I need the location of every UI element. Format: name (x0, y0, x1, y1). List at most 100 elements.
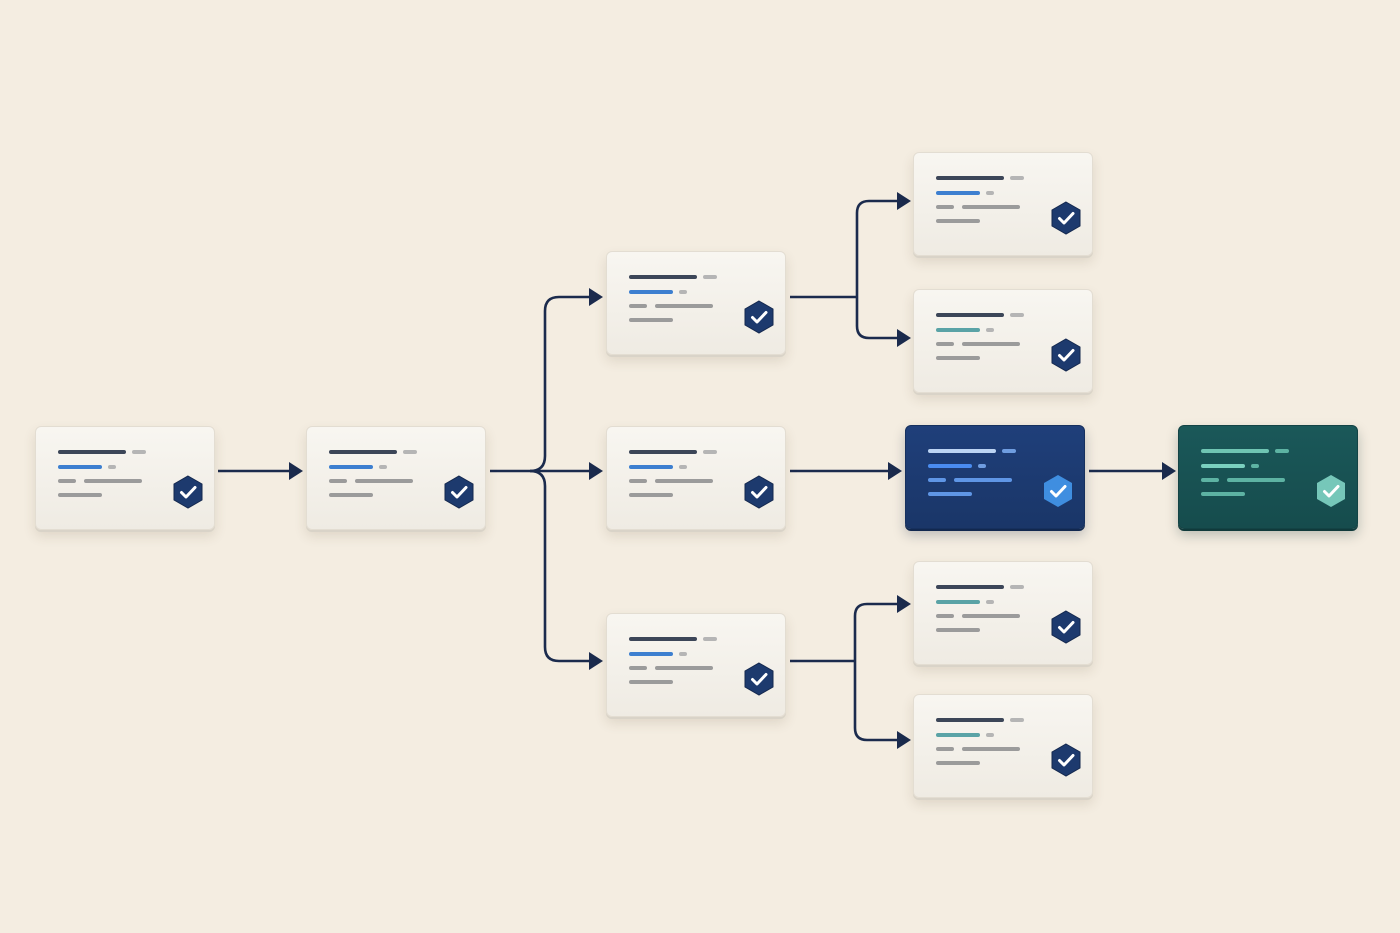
check-badge-icon (1051, 610, 1081, 644)
card-accent-line (936, 733, 980, 737)
arrowhead-icon (289, 462, 303, 480)
card-title-line (629, 637, 697, 641)
flow-node-2[interactable] (306, 426, 486, 530)
check-badge-icon (744, 300, 774, 334)
card-title-stub (703, 275, 717, 279)
flow-node-3[interactable] (606, 251, 786, 355)
card-text-line (936, 205, 954, 209)
card-text-line (962, 342, 1020, 346)
connector-n5-n11 (853, 661, 898, 742)
arrowhead-icon (897, 192, 911, 210)
flow-node-9-final[interactable] (1178, 425, 1358, 529)
flow-node-11[interactable] (913, 694, 1093, 798)
arrowhead-icon (888, 462, 902, 480)
card-text-line (928, 492, 972, 496)
flow-node-4[interactable] (606, 426, 786, 530)
flow-node-5[interactable] (606, 613, 786, 717)
connector-n2-n3 (490, 295, 590, 473)
card-accent-line (936, 600, 980, 604)
card-accent-stub (978, 464, 986, 468)
card-text-line (629, 666, 647, 670)
arrowhead-icon (589, 288, 603, 306)
card-title-stub (1010, 718, 1024, 722)
check-badge-icon (1051, 338, 1081, 372)
card-text-line (629, 493, 673, 497)
card-text-line (936, 628, 980, 632)
card-accent-stub (986, 733, 994, 737)
flow-node-8-highlighted[interactable] (905, 425, 1085, 529)
card-text-line (58, 493, 102, 497)
card-accent-stub (379, 465, 387, 469)
card-title-stub (1002, 449, 1016, 453)
card-accent-stub (1251, 464, 1259, 468)
card-accent-line (928, 464, 972, 468)
card-text-line (629, 680, 673, 684)
card-title-line (58, 450, 126, 454)
card-text-line (962, 747, 1020, 751)
check-badge-icon (173, 475, 203, 509)
check-badge-icon (744, 475, 774, 509)
card-accent-line (936, 328, 980, 332)
card-title-stub (403, 450, 417, 454)
arrowhead-icon (897, 595, 911, 613)
check-badge-icon (1051, 743, 1081, 777)
card-text-line (962, 614, 1020, 618)
card-text-line (1201, 492, 1245, 496)
card-text-line (655, 304, 713, 308)
card-title-line (936, 313, 1004, 317)
card-title-line (928, 449, 996, 453)
connector-n3-n7 (855, 297, 898, 340)
card-title-stub (703, 637, 717, 641)
connector-n2-n5 (529, 469, 590, 663)
card-title-stub (1010, 585, 1024, 589)
card-title-line (936, 176, 1004, 180)
card-text-line (629, 304, 647, 308)
card-accent-line (629, 465, 673, 469)
connector-n5-n10 (790, 602, 898, 663)
card-text-line (936, 747, 954, 751)
card-title-stub (1275, 449, 1289, 453)
arrowhead-icon (589, 462, 603, 480)
card-title-stub (703, 450, 717, 454)
arrowhead-icon (589, 652, 603, 670)
flow-node-10[interactable] (913, 561, 1093, 665)
connector-n3-n6 (790, 199, 898, 299)
arrowhead-icon (897, 731, 911, 749)
card-accent-line (936, 191, 980, 195)
flow-node-6[interactable] (913, 152, 1093, 256)
card-text-line (629, 318, 673, 322)
card-title-line (629, 450, 697, 454)
card-accent-stub (986, 600, 994, 604)
card-accent-stub (679, 290, 687, 294)
card-accent-stub (986, 328, 994, 332)
check-badge-icon (444, 475, 474, 509)
card-title-line (629, 275, 697, 279)
card-title-line (936, 718, 1004, 722)
card-text-line (928, 478, 946, 482)
card-text-line (1227, 478, 1285, 482)
flow-node-1[interactable] (35, 426, 215, 530)
card-accent-line (1201, 464, 1245, 468)
card-text-line (629, 479, 647, 483)
card-accent-stub (679, 465, 687, 469)
card-title-stub (132, 450, 146, 454)
arrowhead-icon (1162, 462, 1176, 480)
card-text-line (936, 761, 980, 765)
card-text-line (655, 479, 713, 483)
card-text-line (936, 614, 954, 618)
card-title-line (329, 450, 397, 454)
card-accent-line (629, 290, 673, 294)
card-text-line (58, 479, 76, 483)
card-title-line (936, 585, 1004, 589)
card-text-line (329, 479, 347, 483)
card-title-stub (1010, 313, 1024, 317)
card-title-stub (1010, 176, 1024, 180)
arrowhead-icon (897, 329, 911, 347)
flow-node-7[interactable] (913, 289, 1093, 393)
card-accent-stub (679, 652, 687, 656)
card-text-line (936, 356, 980, 360)
card-accent-line (58, 465, 102, 469)
card-text-line (936, 342, 954, 346)
card-accent-line (329, 465, 373, 469)
